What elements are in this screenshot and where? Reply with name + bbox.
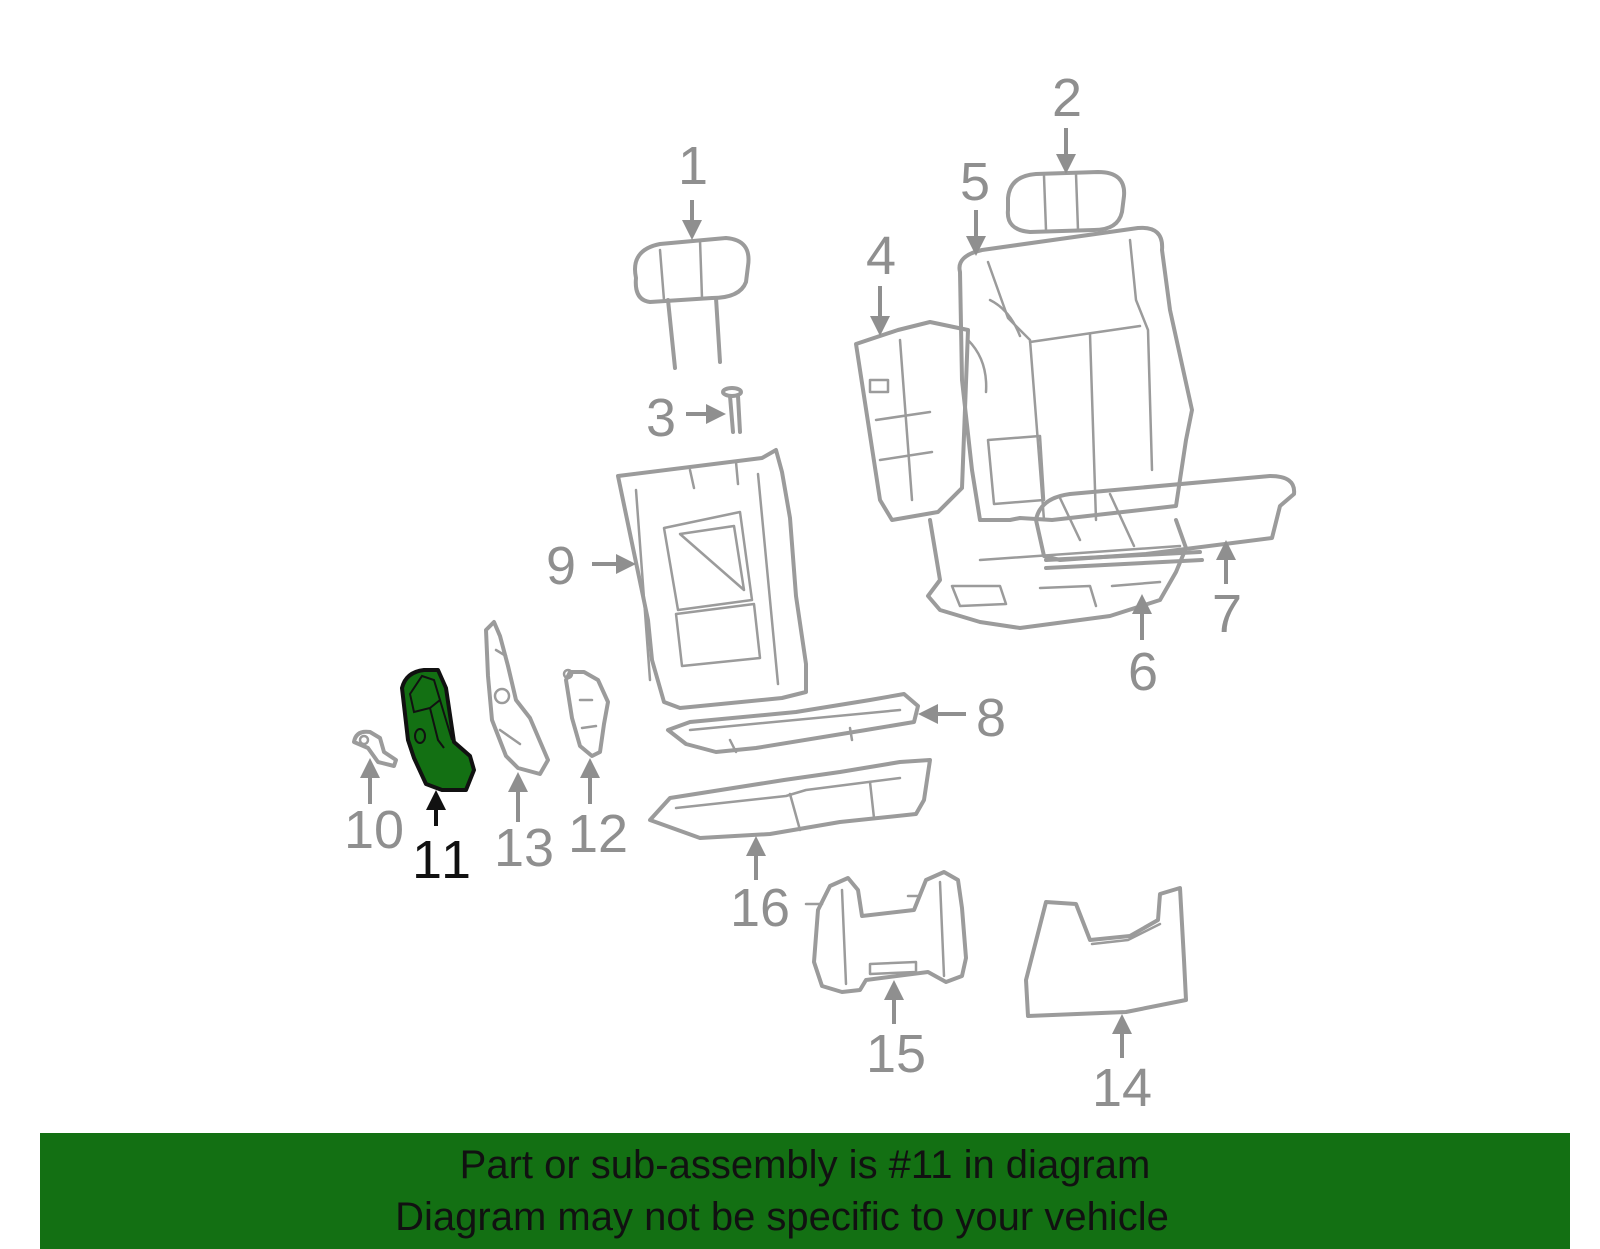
part-16-lower-track: [648, 758, 932, 840]
callout-7: 7: [1212, 584, 1242, 644]
part-10-bolt: [352, 729, 398, 768]
part-6-lower-frame: [926, 518, 1188, 630]
callout-6: 6: [1128, 642, 1158, 702]
part-15-riser: [804, 870, 968, 994]
callout-1: 1: [678, 136, 708, 196]
part-12-plate: [562, 668, 610, 758]
callout-14: 14: [1092, 1058, 1152, 1118]
callout-9: 9: [546, 536, 576, 596]
callout-labels: 1 2 3 4 5 6 7 8 9 10 11 12 13 14 15 16: [344, 68, 1242, 1118]
callout-15: 15: [866, 1024, 926, 1084]
callout-16: 16: [730, 878, 790, 938]
callout-5: 5: [960, 152, 990, 212]
banner-vehicle-note: Diagram may not be specific to your vehi…: [395, 1195, 1169, 1239]
part-14-cover: [1024, 886, 1188, 1018]
part-9-frame: [616, 448, 808, 710]
callout-8: 8: [976, 688, 1006, 748]
banner-part-note: Part or sub-assembly is #11 in diagram: [459, 1143, 1151, 1187]
part-1-headrest: [633, 236, 751, 370]
part-4-back-panel: [854, 320, 970, 522]
part-2-headrest: [1005, 170, 1127, 234]
callout-3: 3: [646, 388, 676, 448]
part-11-trim-panel: [400, 668, 476, 792]
part-7-cushion: [1034, 474, 1297, 570]
part-8-track: [666, 692, 920, 754]
callout-13: 13: [494, 818, 554, 878]
part-13-bracket: [484, 620, 550, 776]
part-5-seatback: [957, 225, 1194, 522]
callout-11: 11: [412, 830, 474, 890]
callout-10: 10: [344, 800, 404, 860]
callout-12: 12: [568, 804, 628, 864]
part-3-pin: [721, 386, 743, 434]
leader-arrows: [360, 128, 1236, 1058]
info-banner: Part or sub-assembly is #11 in diagram D…: [40, 1133, 1570, 1249]
callout-2: 2: [1052, 68, 1082, 128]
callout-4: 4: [866, 226, 896, 286]
